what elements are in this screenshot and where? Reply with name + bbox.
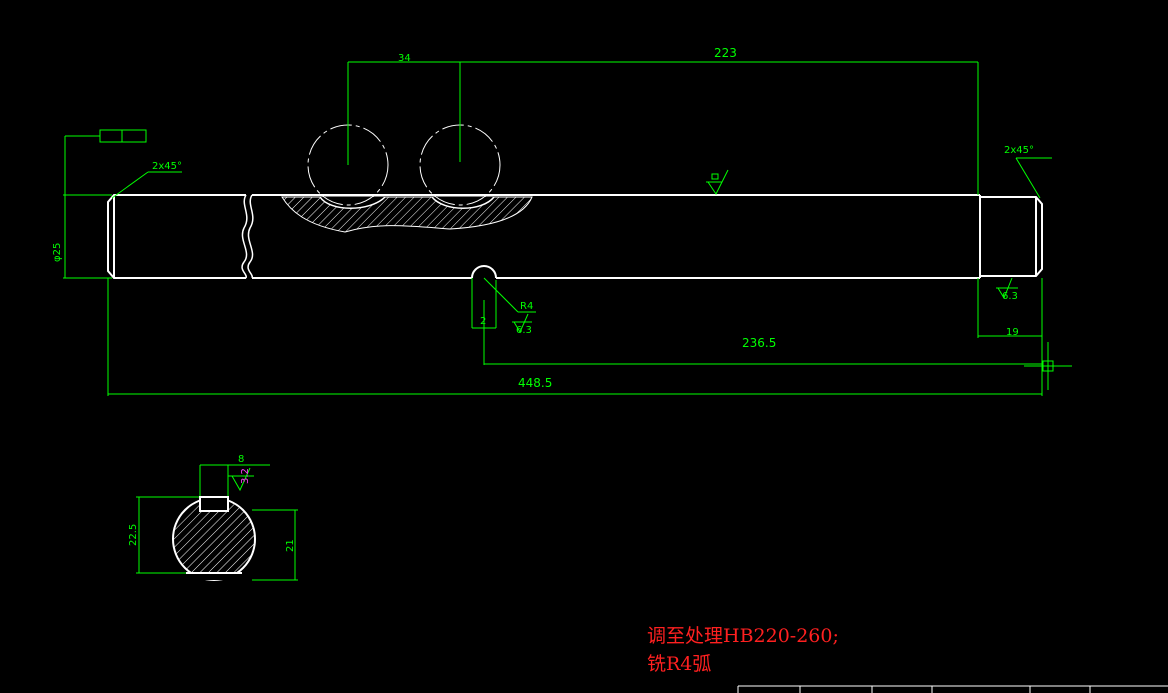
dim-448-5: 448.5: [518, 376, 552, 390]
dim-key-width: 8: [238, 454, 244, 465]
dim-diameter: φ25: [52, 243, 63, 262]
section-view: [172, 496, 256, 581]
dim-chamfer-right: 2x45°: [1004, 145, 1034, 156]
dim-chamfer-left: 2x45°: [152, 161, 182, 172]
shaft-outline: [107, 194, 1043, 279]
title-block-edge: [737, 685, 1168, 693]
dim-19: 19: [1006, 327, 1019, 338]
note-heat-treatment: 调至处理HB220-260;: [647, 625, 839, 647]
dim-rough-right: 6.3: [1002, 291, 1018, 302]
dimension-text: 34 223 2x45° 2x45° φ25 R4 6.3 6.3 2 19 2…: [52, 46, 1034, 552]
dim-34: 34: [398, 53, 411, 64]
note-mill-arc: 铣R4弧: [647, 653, 712, 675]
dim-rough-key: 3.2: [240, 468, 251, 484]
keyway-section: [281, 196, 533, 233]
dim-223: 223: [714, 46, 737, 60]
dim-r4: R4: [520, 301, 533, 312]
dim-rough-left: 6.3: [516, 325, 532, 336]
dim-section-dia: 22.5: [128, 524, 139, 546]
dim-236-5: 236.5: [742, 336, 776, 350]
cutter-circles: [307, 124, 501, 206]
dim-section-depth: 21: [285, 539, 296, 552]
dim-2: 2: [480, 316, 486, 327]
